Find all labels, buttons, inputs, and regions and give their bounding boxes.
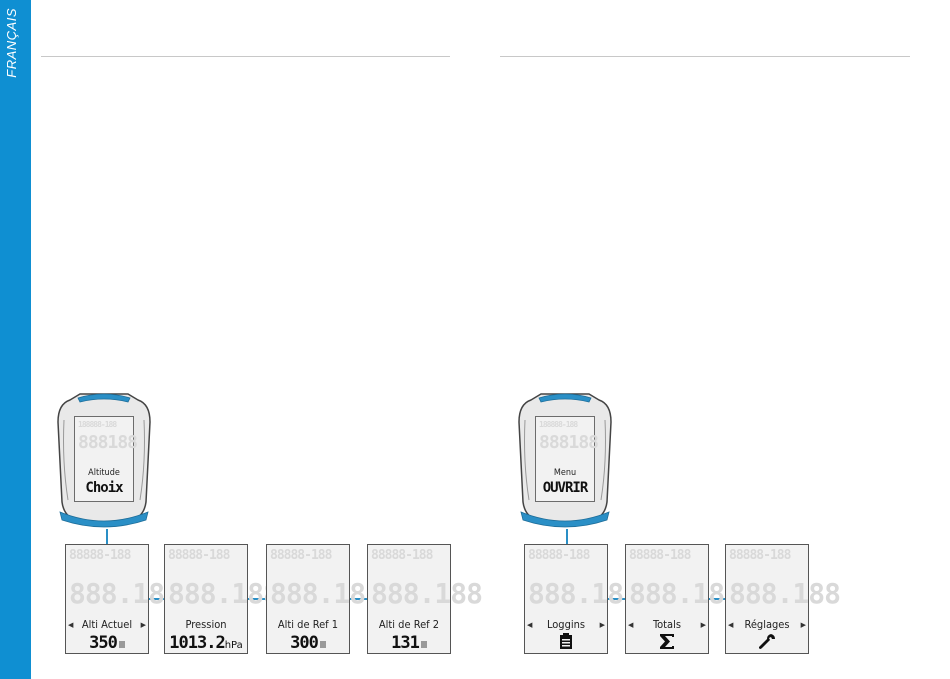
panel-value-number: 1013.2 [169, 633, 225, 653]
panel-ghost-digits: 888.188 [729, 577, 841, 610]
panel-ghost-top: 88888-188 [371, 548, 433, 563]
panel-value: 300 [267, 633, 349, 653]
panel-connector [708, 598, 725, 600]
left-arrow-icon: ◀ [68, 621, 74, 629]
panel-ghost-digits: 888.188 [69, 577, 181, 610]
left-arrow-icon: ◀ [728, 621, 734, 629]
panel-label: Alti Actuel [81, 618, 133, 631]
panel-ghost-digits: 888.188 [270, 577, 382, 610]
language-side-tab: FRANÇAIS [0, 0, 31, 679]
panel-value-number: 350 [89, 633, 118, 653]
panel-alti-ref-1: 88888-188 888.188 Alti de Ref 1 300 [266, 544, 382, 654]
panel-ghost-digits: 888.188 [629, 577, 741, 610]
panel-alti-actuel: 88888-188 888.188 ◀ Alti Actuel ▶ 350 [65, 544, 181, 654]
right-arrow-icon: ▶ [800, 621, 806, 629]
panel-connector [608, 598, 625, 600]
device-ghost-digits: 888188 [78, 432, 138, 453]
panel-ghost-top: 88888-188 [69, 548, 131, 563]
panel-value-unit: hPa [224, 640, 243, 651]
device-label: Menu [553, 468, 577, 478]
clipboard-icon [525, 633, 607, 654]
right-arrow-icon: ▶ [140, 621, 146, 629]
panel-reglages: 88888-188 888.188 ◀ Réglages ▶ [725, 544, 841, 654]
sigma-icon [626, 633, 708, 654]
panel-label: Alti de Ref 2 [378, 618, 440, 631]
menu-device: 188888-188 888188 Menu OUVRIR [517, 392, 613, 528]
unit-block-icon [420, 641, 427, 648]
panel-value-number: 300 [290, 633, 319, 653]
device-ghost-segments: 188888-188 [78, 420, 117, 429]
panel-ghost-top: 88888-188 [528, 548, 590, 563]
device-label: Altitude [88, 468, 120, 478]
panel-label: Pression [185, 618, 227, 631]
unit-block-icon [319, 641, 326, 648]
panel-ghost-digits: 888.188 [528, 577, 640, 610]
device-screen: 188888-188 888188 Altitude Choix [74, 416, 138, 502]
panel-ghost-top: 88888-188 [168, 548, 230, 563]
device-to-panels-connector [566, 529, 568, 544]
right-arrow-icon: ▶ [700, 621, 706, 629]
panel-label: Alti de Ref 1 [277, 618, 339, 631]
panel-value-number: 131 [391, 633, 420, 653]
device-screen: 188888-188 888188 Menu OUVRIR [535, 416, 599, 502]
panel-value: 350 [66, 633, 148, 653]
panel-ghost-digits: 888.188 [168, 577, 280, 610]
panel-label: Réglages [744, 618, 790, 631]
language-label: FRANÇAIS [4, 8, 19, 78]
right-header-rule [500, 56, 910, 57]
panel-totals: 88888-188 888.188 ◀ Totals ▶ [625, 544, 741, 654]
panel-alti-ref-2: 88888-188 888.188 Alti de Ref 2 131 [367, 544, 483, 654]
panel-connector [148, 598, 164, 600]
device-to-panels-connector [106, 529, 108, 544]
panel-ghost-digits: 888.188 [371, 577, 483, 610]
left-arrow-icon: ◀ [527, 621, 533, 629]
altitude-device: 188888-188 888188 Altitude Choix [56, 392, 152, 528]
panel-label: Loggins [546, 618, 586, 631]
device-value: Choix [85, 480, 123, 496]
left-header-rule [41, 56, 450, 57]
device-value: OUVRIR [542, 480, 589, 496]
wrench-icon [726, 633, 808, 654]
right-arrow-icon: ▶ [599, 621, 605, 629]
panel-ghost-top: 88888-188 [270, 548, 332, 563]
panel-label: Totals [652, 618, 682, 631]
unit-block-icon [118, 641, 125, 648]
device-ghost-segments: 188888-188 [539, 420, 578, 429]
panel-connector [349, 598, 367, 600]
panel-value: 1013.2hPa [165, 633, 247, 653]
panel-pression: 88888-188 888.188 Pression 1013.2hPa [164, 544, 280, 654]
panel-loggins: 88888-188 888.188 ◀ Loggins ▶ [524, 544, 640, 654]
panel-ghost-top: 88888-188 [629, 548, 691, 563]
device-ghost-digits: 888188 [539, 432, 599, 453]
panel-ghost-top: 88888-188 [729, 548, 791, 563]
left-arrow-icon: ◀ [628, 621, 634, 629]
panel-connector [248, 598, 266, 600]
panel-value: 131 [368, 633, 450, 653]
